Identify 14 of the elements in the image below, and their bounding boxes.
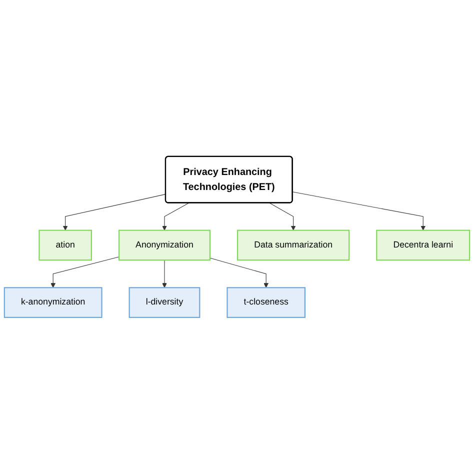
arrow (62, 194, 166, 231)
node-box: ation (38, 230, 92, 261)
arrow (269, 202, 296, 231)
node-box: Decentra learni (376, 230, 470, 261)
node-box: Anonymization (118, 230, 211, 261)
arrow (210, 258, 269, 288)
arrow (162, 202, 190, 231)
arrow (162, 260, 167, 288)
node-box: Data summarization (237, 230, 350, 261)
node-box: t-closeness (226, 287, 306, 318)
arrow (50, 256, 120, 288)
node-box: k-anonymization (4, 287, 102, 318)
node-box: l-diversity (128, 287, 200, 318)
arrow (292, 192, 426, 231)
